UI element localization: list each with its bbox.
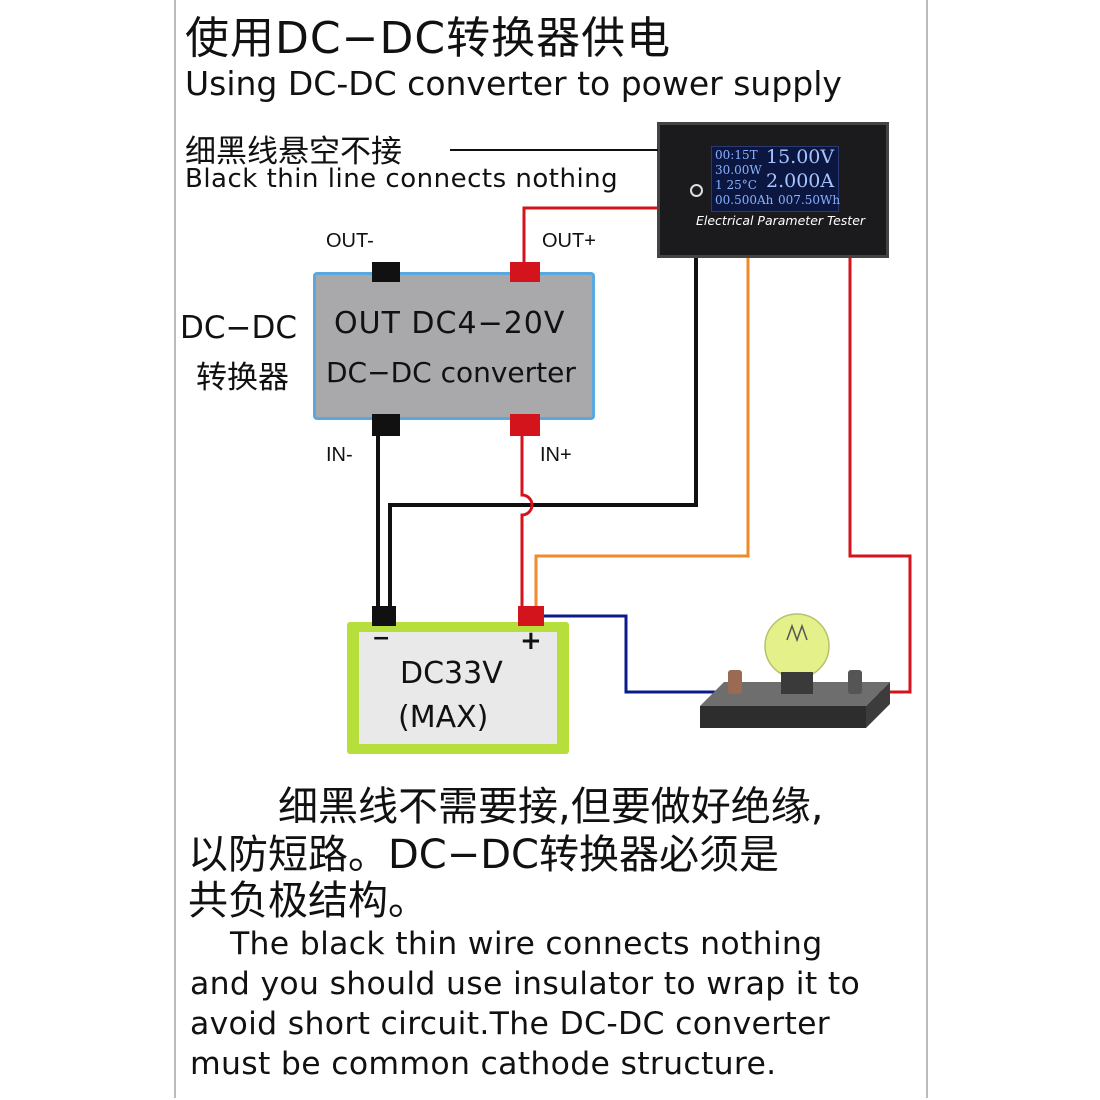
- battery-minus-sign: −: [372, 626, 391, 651]
- terminal-in-plus-label: IN+: [540, 444, 572, 466]
- battery-max-note: (MAX): [398, 700, 489, 735]
- note-cn-line2: 以防短路。DC−DC转换器必须是: [188, 832, 779, 878]
- meter-button-icon: [690, 184, 703, 197]
- meter-voltage: 15.00V: [766, 146, 835, 168]
- meter-energy: 007.50Wh: [778, 193, 841, 207]
- lamp-bulb-icon: [764, 613, 830, 679]
- dc-dc-converter-box: [313, 272, 595, 420]
- lamp-terminal-right: [848, 670, 862, 694]
- wire-out-plus-to-meter: [522, 206, 658, 266]
- wire-orange: [534, 258, 750, 612]
- caption-english: Black thin line connects nothing: [185, 164, 619, 194]
- note-cn-line3: 共负极结构。: [188, 878, 428, 924]
- page-frame: [174, 0, 928, 1098]
- title-english: Using DC-DC converter to power supply: [185, 64, 842, 103]
- meter-current: 2.000A: [766, 170, 835, 192]
- terminal-in-plus: [510, 414, 540, 436]
- wire-meter-negative: [388, 258, 698, 612]
- caption-chinese: 细黑线悬空不接: [185, 134, 402, 170]
- terminal-out-plus: [510, 262, 540, 282]
- title-chinese: 使用DC−DC转换器供电: [185, 13, 672, 64]
- battery-terminal-minus: [372, 606, 396, 626]
- note-en-line2: and you should use insulator to wrap it …: [190, 966, 861, 1002]
- terminal-in-minus: [372, 414, 400, 436]
- converter-name: DC−DC converter: [326, 356, 576, 389]
- converter-output-spec: OUT DC4−20V: [334, 306, 566, 341]
- note-en-line4: must be common cathode structure.: [190, 1046, 777, 1082]
- lamp-socket: [781, 672, 813, 694]
- converter-side-label-cn: 转换器: [196, 360, 289, 396]
- converter-side-label: DC−DC: [180, 310, 298, 346]
- wire-in-plus: [520, 434, 534, 612]
- lamp-terminal-left: [728, 670, 742, 694]
- wire-blue-to-lamp: [540, 614, 728, 694]
- note-en-line1: The black thin wire connects nothing: [230, 926, 823, 962]
- meter-name: Electrical Parameter Tester: [696, 213, 866, 228]
- battery-terminal-plus: [518, 606, 544, 626]
- meter-time: 00:15T: [715, 148, 758, 162]
- terminal-out-minus: [372, 262, 400, 282]
- meter-screen: [711, 146, 839, 212]
- meter-temp: 1 25°C: [715, 178, 757, 192]
- note-en-line3: avoid short circuit.The DC-DC converter: [190, 1006, 831, 1042]
- battery-voltage: DC33V: [400, 656, 503, 691]
- wire-red-to-lamp: [848, 258, 912, 694]
- meter-capacity: 00.500Ah: [715, 193, 774, 207]
- note-cn-line1: 细黑线不需要接,但要做好绝缘,: [278, 784, 824, 830]
- meter-power: 30.00W: [715, 163, 762, 177]
- lamp-base-front: [700, 706, 866, 728]
- battery: [347, 622, 569, 754]
- battery-plus-sign: +: [520, 626, 542, 656]
- terminal-out-minus-label: OUT-: [326, 230, 374, 252]
- terminal-in-minus-label: IN-: [326, 444, 353, 466]
- terminal-out-plus-label: OUT+: [542, 230, 596, 252]
